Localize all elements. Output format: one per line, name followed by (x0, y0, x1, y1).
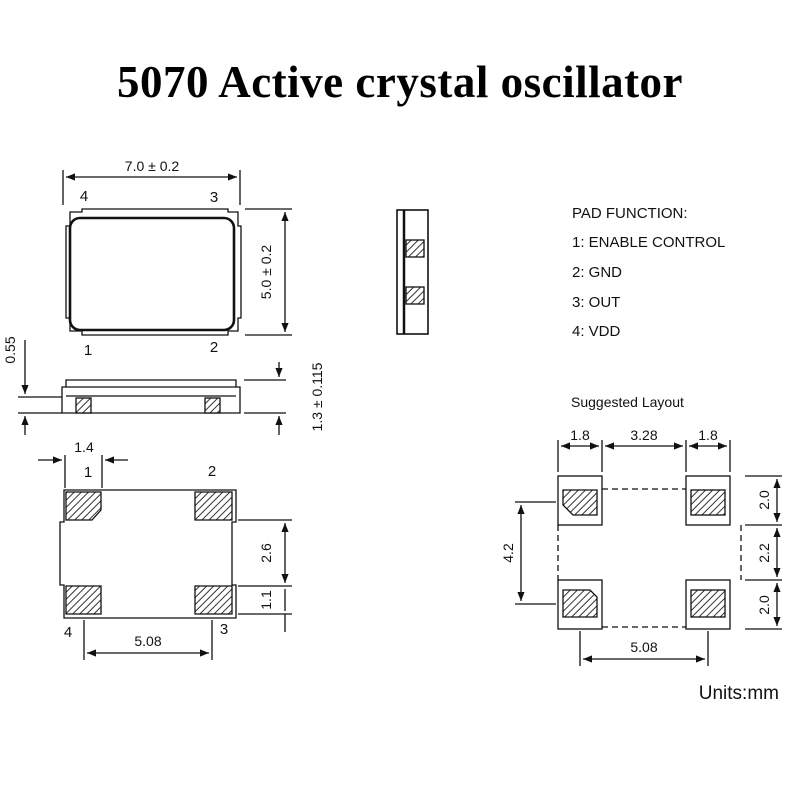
side-view-pad-right (204, 397, 221, 414)
side-view-offset-label: 0.55 (2, 336, 18, 363)
side-view-thickness-label: 1.3 ± 0.115 (309, 362, 325, 431)
bottom-pad-3 (194, 585, 233, 615)
bottom-view-outline (59, 489, 237, 619)
pad-function-heading: PAD FUNCTION: (572, 205, 688, 222)
layout-heading: Suggested Layout (571, 394, 684, 410)
layout-top-dim-left: 1.8 (570, 427, 590, 443)
pad-function-item: 4: VDD (572, 323, 621, 340)
top-view-pin-1: 1 (84, 342, 92, 359)
pad-function-item: 3: OUT (572, 294, 620, 311)
pad-function-item: 1: ENABLE CONTROL (572, 234, 725, 251)
top-view-outline (65, 208, 242, 336)
bottom-view-pad-height-label: 1.1 (258, 590, 274, 610)
layout-left-dim: 4.2 (500, 543, 516, 563)
top-view-pin-2: 2 (210, 339, 218, 356)
top-view-width-label: 7.0 ± 0.2 (125, 158, 180, 174)
layout-right-dim-bottom: 2.0 (756, 595, 772, 615)
top-view-lid (68, 216, 236, 332)
layout-right-dim-mid: 2.2 (756, 543, 772, 563)
layout-pad-tl (557, 475, 603, 526)
bottom-view-pad-width-label: 1.4 (74, 439, 94, 455)
pad-function-item: 2: GND (572, 264, 622, 281)
end-view-pad-upper (405, 239, 425, 258)
bottom-view-pin-3: 3 (220, 621, 228, 638)
top-view-pin-4: 4 (80, 188, 88, 205)
layout-pad-bl (557, 579, 603, 630)
layout-top-dim-mid: 3.28 (630, 427, 657, 443)
layout-pad-br (685, 579, 731, 630)
side-view-pad-left (75, 397, 92, 414)
layout-right-dim-top: 2.0 (756, 490, 772, 510)
end-view-body (396, 209, 429, 335)
top-view-height-label: 5.0 ± 0.2 (258, 245, 274, 300)
bottom-view-pin-2: 2 (208, 463, 216, 480)
bottom-view (38, 455, 292, 660)
top-view-pin-3: 3 (210, 189, 218, 206)
page-title: 5070 Active crystal oscillator (116, 57, 684, 107)
bottom-pad-4 (65, 585, 102, 615)
bottom-view-pitch-h-label: 5.08 (134, 633, 161, 649)
bottom-pad-1 (65, 491, 102, 521)
units-label: Units:mm (699, 683, 779, 704)
layout-bottom-dim: 5.08 (630, 639, 657, 655)
suggested-layout (515, 440, 782, 666)
end-view-pad-lower (405, 286, 425, 305)
top-view (62, 170, 292, 336)
layout-pad-tr (685, 475, 731, 526)
side-view (18, 340, 286, 435)
bottom-view-pitch-v-label: 2.6 (258, 543, 274, 563)
bottom-pad-2 (194, 491, 233, 521)
bottom-view-pin-1: 1 (84, 464, 92, 481)
end-view (396, 209, 429, 335)
layout-top-dim-right: 1.8 (698, 427, 718, 443)
bottom-view-pin-4: 4 (64, 624, 72, 641)
